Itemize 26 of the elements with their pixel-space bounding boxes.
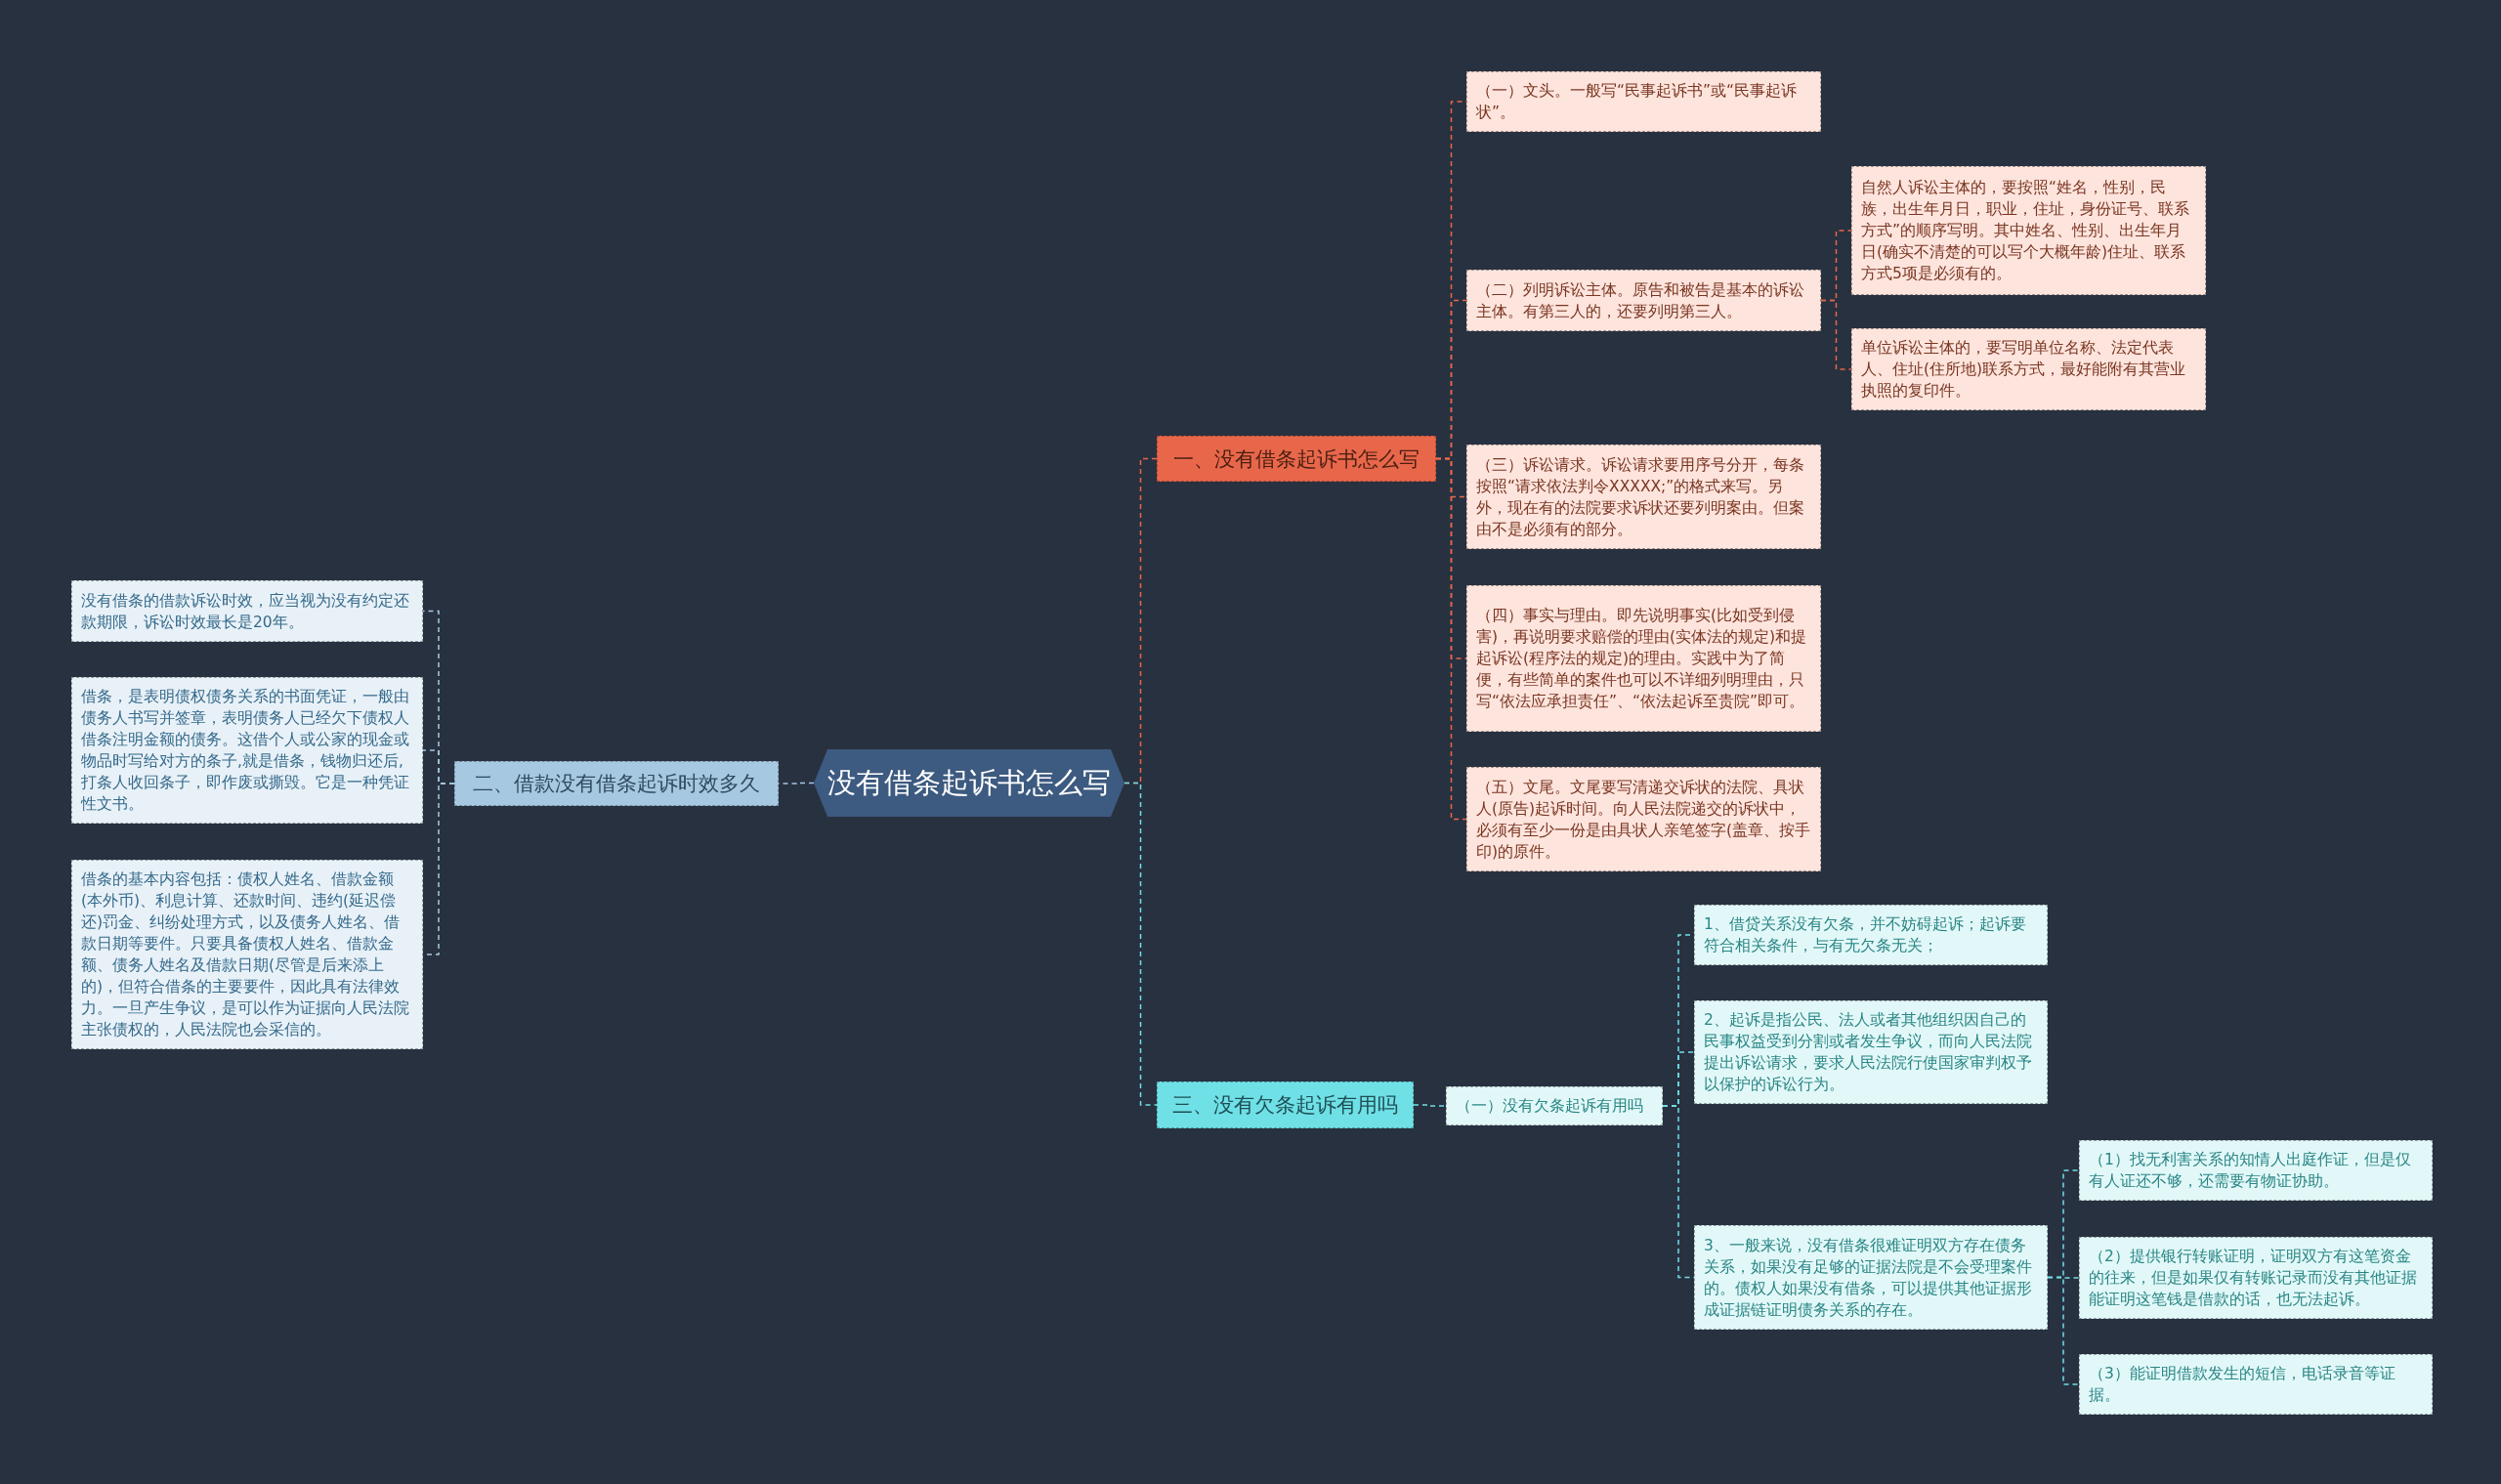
- connector-line: [1820, 299, 1852, 370]
- topic-card: （五）文尾。文尾要写清递交诉状的法院、具状人(原告)起诉时间。向人民法院递交的诉状中，必须有至少一份是由具状人亲笔签字(盖章、按手印)的原件。: [1466, 767, 1821, 871]
- topic-card: 自然人诉讼主体的，要按照“姓名，性别，民族，出生年月日，职业，住址，身份证号、联系方式”的顺序写明。其中姓名、性别、出生年月日(确实不清楚的可以写个大概年龄)住址、联系方式5项是必须有的。: [1851, 166, 2206, 295]
- topic-card: （二）列明诉讼主体。原告和被告是基本的诉讼主体。有第三人的，还要列明第三人。: [1466, 270, 1821, 331]
- topic-card: （三）诉讼请求。诉讼请求要用序号分开，每条按照“请求依法判令XXXXX;”的格式来写。另外，现在有的法院要求诉状还要列明案由。但案由不是必须有的部分。: [1466, 445, 1821, 549]
- topic-card: （3）能证明借款发生的短信，电话录音等证据。: [2079, 1354, 2433, 1415]
- topic-card: （一）没有欠条起诉有用吗: [1446, 1086, 1663, 1125]
- topic-card: 借条的基本内容包括：债权人姓名、借款金额(本外币)、利息计算、还款时间、违约(延迟偿还)罚金、纠纷处理方式，以及债务人姓名、借款日期等要件。只要具备债权人姓名、借款金额、债务人姓名及借款日期(尽管是后来添上的)，但符合借条的主要要件，因此具有法律效力。一旦产生争议，是可以作为证据向人民法院主张债权的，人民法院也会采信的。: [71, 860, 423, 1049]
- topic-card: 1、借贷关系没有欠条，并不妨碍起诉；起诉要符合相关条件，与有无欠条无关；: [1694, 905, 2048, 965]
- branch-topic: 一、没有借条起诉书怎么写: [1157, 436, 1436, 482]
- topic-card: （一）文头。一般写“民事起诉书”或“民事起诉状”。: [1466, 71, 1821, 132]
- topic-card: 3、一般来说，没有借条很难证明双方存在债务关系，如果没有足够的证据法院是不会受理案件的。债权人如果没有借条，可以提供其他证据形成证据链证明债务关系的存在。: [1694, 1225, 2048, 1330]
- topic-card: （2）提供银行转账证明，证明双方有这笔资金的往来，但是如果仅有转账记录而没有其他证据能证明这笔钱是借款的话，也无法起诉。: [2079, 1237, 2433, 1319]
- branch-topic: 二、借款没有借条起诉时效多久: [454, 761, 779, 806]
- connector-line: [1435, 457, 1467, 821]
- topic-card: 2、起诉是指公民、法人或者其他组织因自己的民事权益受到分割或者发生争议，而向人民法院提出诉讼请求，要求人民法院行使国家审判权予以保护的诉讼行为。: [1694, 1000, 2048, 1104]
- topic-card: 借条，是表明债权债务关系的书面凭证，一般由债务人书写并签章，表明债务人已经欠下债权人借条注明金额的债务。这借个人或公家的现金或物品时写给对方的条子,就是借条，钱物归还后,打条人收回条子，即作废或撕毁。它是一种凭证性文书。: [71, 677, 423, 824]
- branch-topic: 三、没有欠条起诉有用吗: [1157, 1081, 1414, 1128]
- connector-line: [1413, 1104, 1447, 1107]
- topic-card: （四）事实与理由。即先说明事实(比如受到侵害)，再说明要求赔偿的理由(实体法的规定)和提起诉讼(程序法的规定)的理由。实践中为了简便，有些简单的案件也可以不详细列明理由，只写“依法应承担责任”、“依法起诉至贵院”即可。: [1466, 585, 1821, 732]
- connector-line: [1123, 782, 1158, 1106]
- topic-card: （1）找无利害关系的知情人出庭作证，但是仅有人证还不够，还需要有物证协助。: [2079, 1140, 2433, 1201]
- topic-card: 单位诉讼主体的，要写明单位名称、法定代表人、住址(住所地)联系方式，最好能附有其营业执照的复印件。: [1851, 328, 2206, 410]
- connector-line: [2047, 1276, 2080, 1385]
- central-topic: 没有借条起诉书怎么写: [814, 749, 1124, 817]
- topic-card: 没有借条的借款诉讼时效，应当视为没有约定还款期限，诉讼时效最长是20年。: [71, 580, 423, 642]
